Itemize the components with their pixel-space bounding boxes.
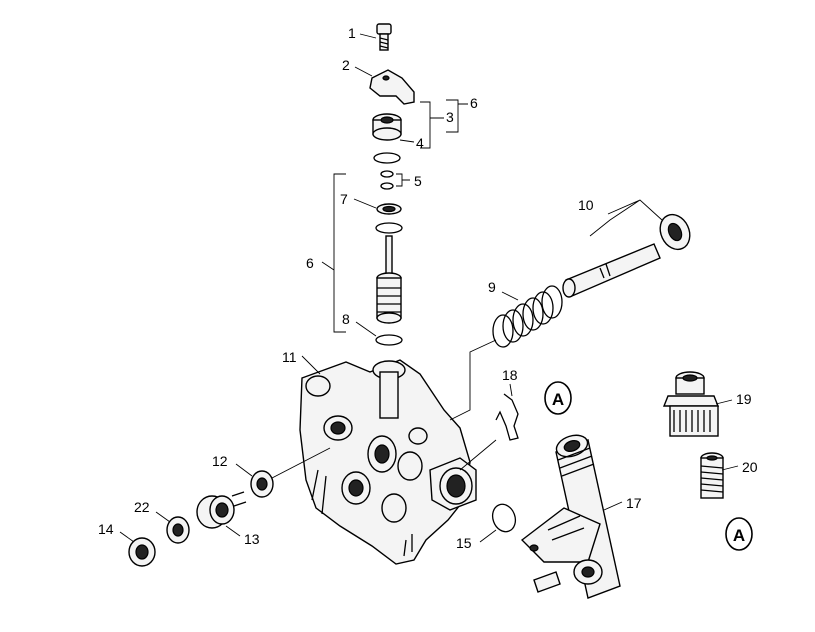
- label-5: 5: [414, 173, 422, 189]
- oring-middle: [375, 222, 403, 234]
- marker-a-right-label: A: [733, 526, 745, 545]
- part-11-pump-head: [299, 355, 477, 565]
- marker-a-left: A: [544, 381, 572, 415]
- part-14-nut: [119, 531, 156, 567]
- bracket-3: [420, 101, 444, 149]
- label-15: 15: [456, 535, 472, 551]
- label-11: 11: [282, 349, 297, 365]
- label-2: 2: [342, 57, 350, 73]
- label-7: 7: [340, 191, 348, 207]
- part-15-oring: [479, 503, 517, 543]
- label-1: 1: [348, 25, 356, 41]
- label-22: 22: [134, 499, 150, 515]
- part-4-valve-cap: [372, 113, 402, 141]
- part-17-inlet-pipe: [520, 434, 623, 599]
- label-4: 4: [416, 135, 424, 151]
- label-19: 19: [736, 391, 752, 407]
- label-3: 3: [446, 109, 454, 125]
- label-8: 8: [342, 311, 350, 327]
- label-6-left: 6: [306, 255, 314, 271]
- part-1-screw: [359, 23, 392, 51]
- part-6-valve-stem: [376, 235, 402, 324]
- part-9-spring: [492, 285, 563, 348]
- bracket-6-left: [321, 173, 346, 333]
- part-5-small-rings: [380, 170, 410, 190]
- label-12: 12: [212, 453, 228, 469]
- assembly-line-9: [449, 339, 497, 421]
- bracket-6-top: [446, 99, 468, 133]
- label-13: 13: [244, 531, 260, 547]
- oring-upper: [373, 152, 401, 164]
- part-12-seal: [235, 447, 331, 498]
- part-18-clip: [495, 383, 519, 441]
- label-17: 17: [626, 495, 642, 511]
- part-10-piston: [562, 199, 691, 298]
- part-19-coupling: [662, 371, 733, 437]
- label-14: 14: [98, 521, 114, 537]
- marker-a-right: A: [725, 517, 753, 551]
- assembly-line-18: [459, 439, 497, 471]
- part-20-adapter: [700, 452, 739, 499]
- label-18: 18: [502, 367, 518, 383]
- part-7-seal: [353, 198, 402, 215]
- part-13-plug: [196, 491, 247, 537]
- part-22-washer: [155, 511, 190, 544]
- label-20: 20: [742, 459, 758, 475]
- part-8-oring: [355, 321, 403, 346]
- marker-a-left-label: A: [552, 390, 564, 409]
- part-2-bracket: [354, 66, 415, 105]
- label-10: 10: [578, 197, 594, 213]
- label-6-top: 6: [470, 95, 478, 111]
- label-9: 9: [488, 279, 496, 295]
